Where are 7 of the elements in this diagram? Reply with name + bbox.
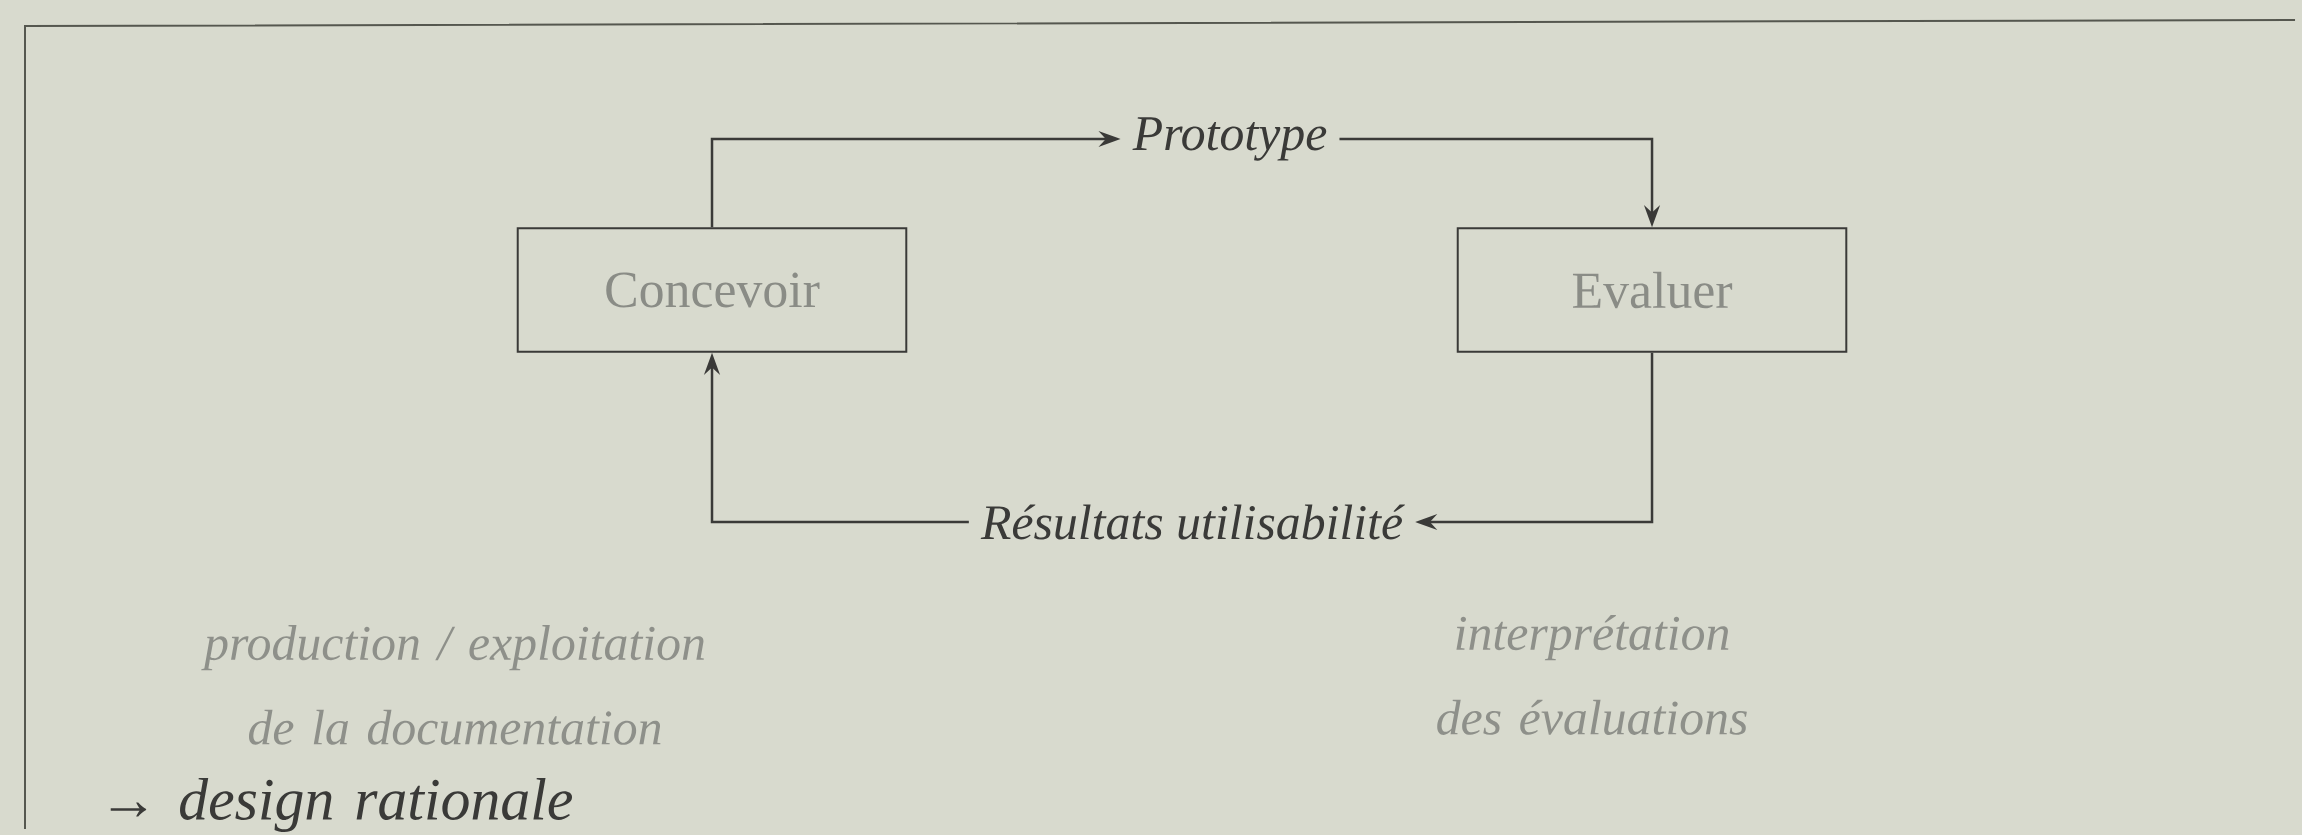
- stage-text: Prototype: [1132, 117, 1327, 161]
- note-text: → design rationale: [110, 777, 573, 833]
- process-box: Evaluer: [1456, 227, 1848, 353]
- note-text: production / exploitation de la documentation: [201, 625, 704, 745]
- note-text: interprétation des évaluations: [1437, 615, 1747, 735]
- process-box: Concevoir: [516, 227, 908, 353]
- stage-text: Résultats utilisabilité: [980, 504, 1405, 540]
